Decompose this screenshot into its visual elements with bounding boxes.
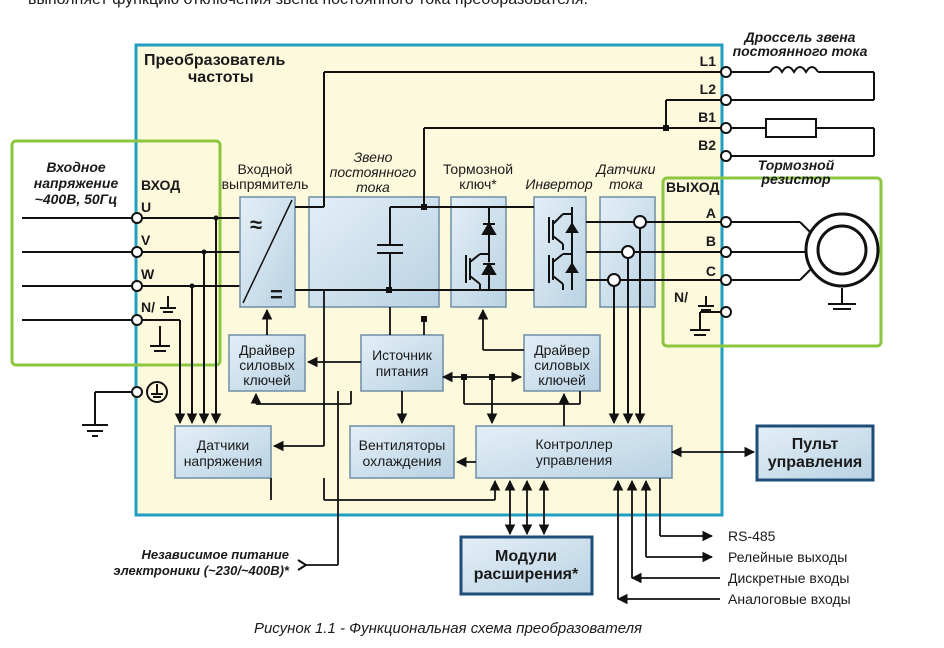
driver1-line2: силовых	[239, 357, 294, 373]
dc-terminal-l2: L2	[700, 81, 717, 97]
driver-block-1	[228, 334, 306, 392]
external-dc-wires	[731, 66, 875, 157]
fans-line1: Вентиляторы	[359, 437, 446, 453]
output-terminal-b: B	[706, 233, 716, 249]
converter-title-line1: Преобразователь	[144, 52, 285, 69]
brake-resistor-label-line1: Тормозной	[758, 157, 835, 173]
input-terminal-v: V	[141, 232, 151, 248]
expansion-modules-block	[459, 535, 594, 596]
io-label-analog: Аналоговые входы	[728, 591, 851, 607]
driver1-line3: ключей	[243, 372, 291, 388]
voltage-sensors-block	[174, 425, 272, 479]
driver-block-2	[523, 334, 601, 392]
converter-title-line2: частоты	[188, 69, 254, 86]
brake-key-label-line2: ключ*	[459, 176, 497, 192]
brake-key-label-line1: Тормозной	[443, 161, 513, 177]
dc-link-label-line2: постоянного	[330, 164, 417, 180]
io-label-relay: Релейные выходы	[728, 549, 847, 565]
power-supply-line1: Источник	[372, 347, 433, 363]
dc-terminal-b2: B2	[698, 137, 716, 153]
dc-link-block	[308, 196, 440, 308]
inverter-block	[533, 196, 587, 308]
dc-symbol-icon: =	[270, 282, 283, 307]
modules-line2: расширения*	[474, 566, 579, 583]
choke-label-line2: постоянного тока	[733, 43, 868, 59]
current-sensors-label-line2: тока	[609, 176, 643, 192]
io-label-rs485: RS-485	[728, 528, 776, 544]
output-highlight-box	[661, 176, 883, 348]
panel-line2: управления	[768, 454, 863, 471]
fans-block	[349, 425, 455, 479]
control-wires	[174, 290, 756, 605]
dc-bus-wires	[295, 71, 722, 420]
independent-supply-arrow	[297, 559, 308, 571]
input-voltage-line1: Входное	[46, 159, 106, 175]
driver2-line1: Драйвер	[534, 342, 590, 358]
voltage-sensors-line2: напряжения	[184, 453, 263, 469]
control-panel-block	[755, 424, 875, 482]
driver2-line3: ключей	[538, 372, 586, 388]
ground-icon	[150, 296, 176, 352]
input-voltage-line2: напряжение	[34, 175, 119, 191]
input-terminal-w: W	[141, 266, 155, 282]
input-label: ВХОД	[141, 177, 180, 193]
brake-resistor-label-line2: резистор	[760, 171, 831, 187]
power-supply-line2: питания	[376, 363, 429, 379]
input-terminal-n: N/	[141, 299, 155, 315]
current-sensors-label-line1: Датчики	[595, 161, 656, 177]
input-terminal-u: U	[141, 199, 151, 215]
modules-line1: Модули	[495, 548, 557, 565]
io-label-discrete: Дискретные входы	[728, 570, 849, 586]
independent-line1: Независимое питание	[141, 547, 289, 562]
controller-line1: Контроллер	[535, 436, 612, 452]
rectifier-label-line1: Входной	[237, 161, 292, 177]
input-junctions	[189, 215, 219, 289]
panel-line1: Пульт	[792, 436, 839, 453]
dc-terminal-l1: L1	[700, 53, 717, 69]
choke-label-line1: Дроссель звена	[744, 29, 856, 45]
protective-earth-icon	[82, 381, 168, 437]
independent-line2: электроники (~230/~400В)*	[113, 563, 290, 578]
output-terminal-c: C	[706, 263, 716, 279]
rectifier-label-line2: выпрямитель	[222, 176, 309, 192]
output-terminal-n: N/	[674, 289, 688, 305]
output-terminal-a: A	[706, 205, 716, 221]
motor-icon	[804, 212, 880, 288]
motor-wires	[690, 221, 856, 336]
current-sensor-rings	[607, 215, 647, 287]
controller-block	[475, 425, 673, 479]
control-junctions	[461, 374, 495, 380]
top-text: выполняет функцию отключения звена посто…	[28, 0, 588, 8]
inverter-label: Инвертор	[525, 176, 593, 192]
output-label: ВЫХОД	[666, 179, 719, 195]
fans-line2: охлаждения	[362, 453, 441, 469]
dc-terminal-b1: B1	[698, 109, 716, 125]
driver2-line2: силовых	[534, 357, 589, 373]
dc-link-label-line1: Звено	[354, 149, 393, 165]
brake-key-block	[450, 196, 507, 308]
input-voltage-line3: ~400В, 50Гц	[35, 191, 118, 207]
voltage-sensors-line1: Датчики	[197, 437, 249, 453]
dc-link-label-line3: тока	[356, 179, 390, 195]
controller-line2: управления	[536, 452, 612, 468]
input-terminals	[131, 212, 143, 326]
ac-symbol-icon: ≈	[250, 212, 262, 237]
driver1-line1: Драйвер	[239, 342, 295, 358]
rectifier-diagonal	[242, 199, 293, 304]
figure-caption: Рисунок 1.1 - Функциональная схема преоб…	[254, 620, 642, 637]
